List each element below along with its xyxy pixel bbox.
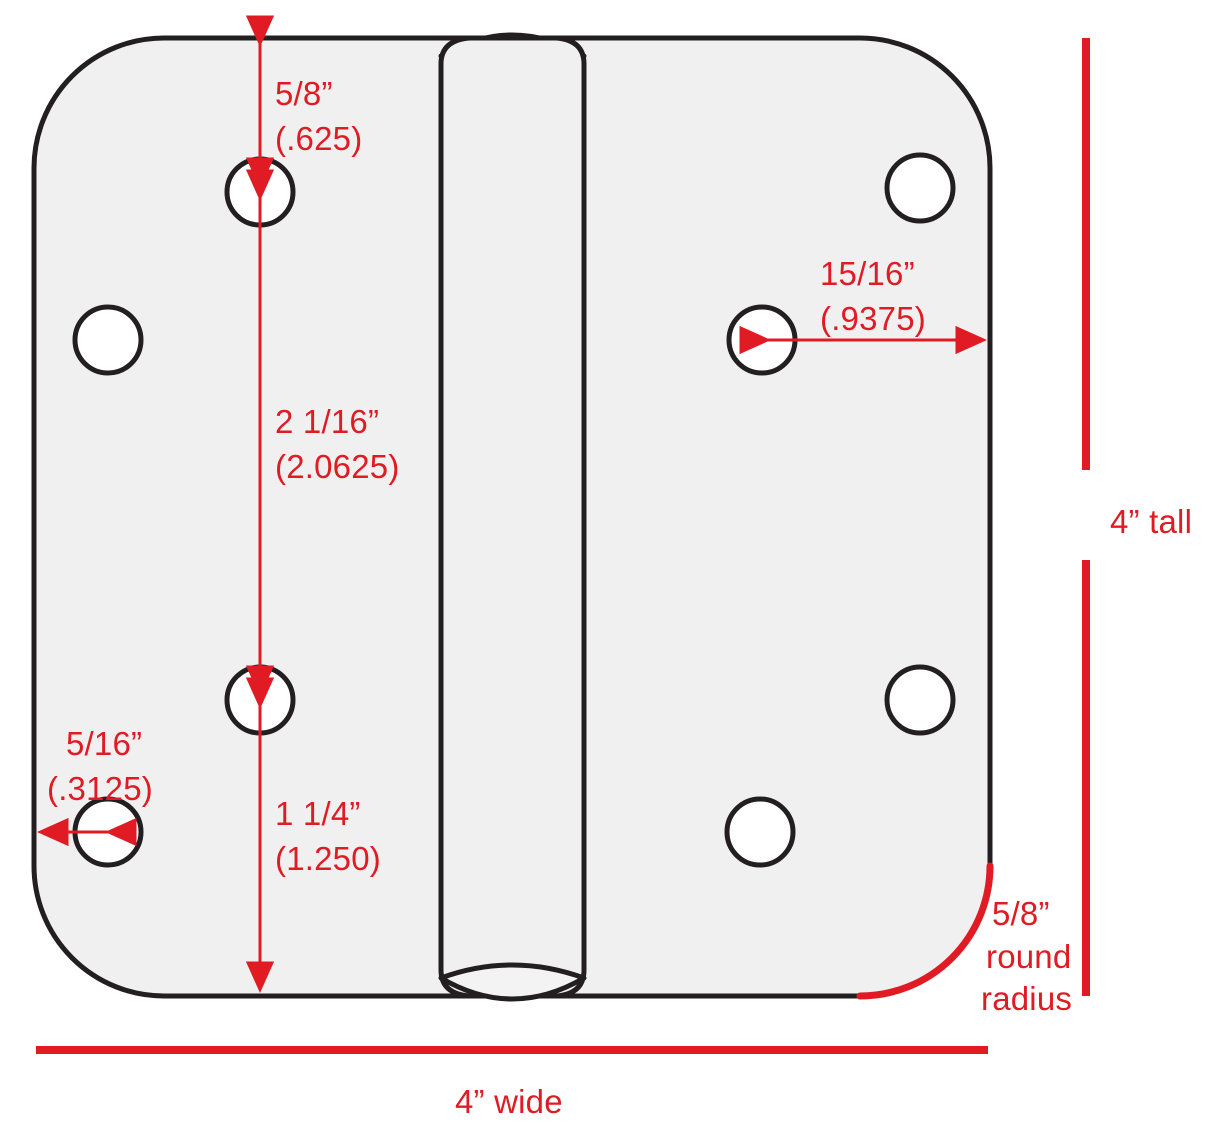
label-hole-spacing-fraction: 2 1/16” xyxy=(275,403,379,440)
label-left-edge-offset-decimal: (.3125) xyxy=(47,770,153,807)
label-bottom-hole-offset-fraction: 1 1/4” xyxy=(275,795,361,832)
screw-hole-right-bottom xyxy=(724,796,796,868)
label-top-hole-offset-fraction: 5/8” xyxy=(275,75,333,112)
corner-radius-highlight-arc xyxy=(856,862,994,1000)
label-overall-height: 4” tall xyxy=(1110,503,1192,540)
label-left-edge-offset-fraction: 5/16” xyxy=(66,725,142,762)
knuckle-barrel xyxy=(438,35,587,999)
label-right-edge-offset-fraction: 15/16” xyxy=(820,255,915,292)
dimension-lines xyxy=(36,15,1090,1054)
knuckle-bottom-cap xyxy=(438,962,587,1002)
label-corner-radius-line2: round xyxy=(986,938,1071,975)
label-top-hole-offset-decimal: (.625) xyxy=(275,120,362,157)
label-corner-radius-line1: 5/8” xyxy=(992,895,1050,932)
label-right-edge-offset-decimal: (.9375) xyxy=(820,300,926,337)
screw-hole-right-top xyxy=(884,152,956,224)
screw-hole-right-lower xyxy=(884,664,956,736)
hinge-body xyxy=(31,32,994,1002)
label-bottom-hole-offset-decimal: (1.250) xyxy=(275,840,381,877)
label-overall-width: 4” wide xyxy=(455,1083,563,1120)
label-corner-radius-line3: radius xyxy=(981,980,1072,1017)
label-hole-spacing-decimal: (2.0625) xyxy=(275,448,400,485)
screw-hole-left-middle xyxy=(72,304,144,376)
dimension-labels: 5/8” (.625) 2 1/16” (2.0625) 1 1/4” (1.2… xyxy=(47,75,1192,1120)
